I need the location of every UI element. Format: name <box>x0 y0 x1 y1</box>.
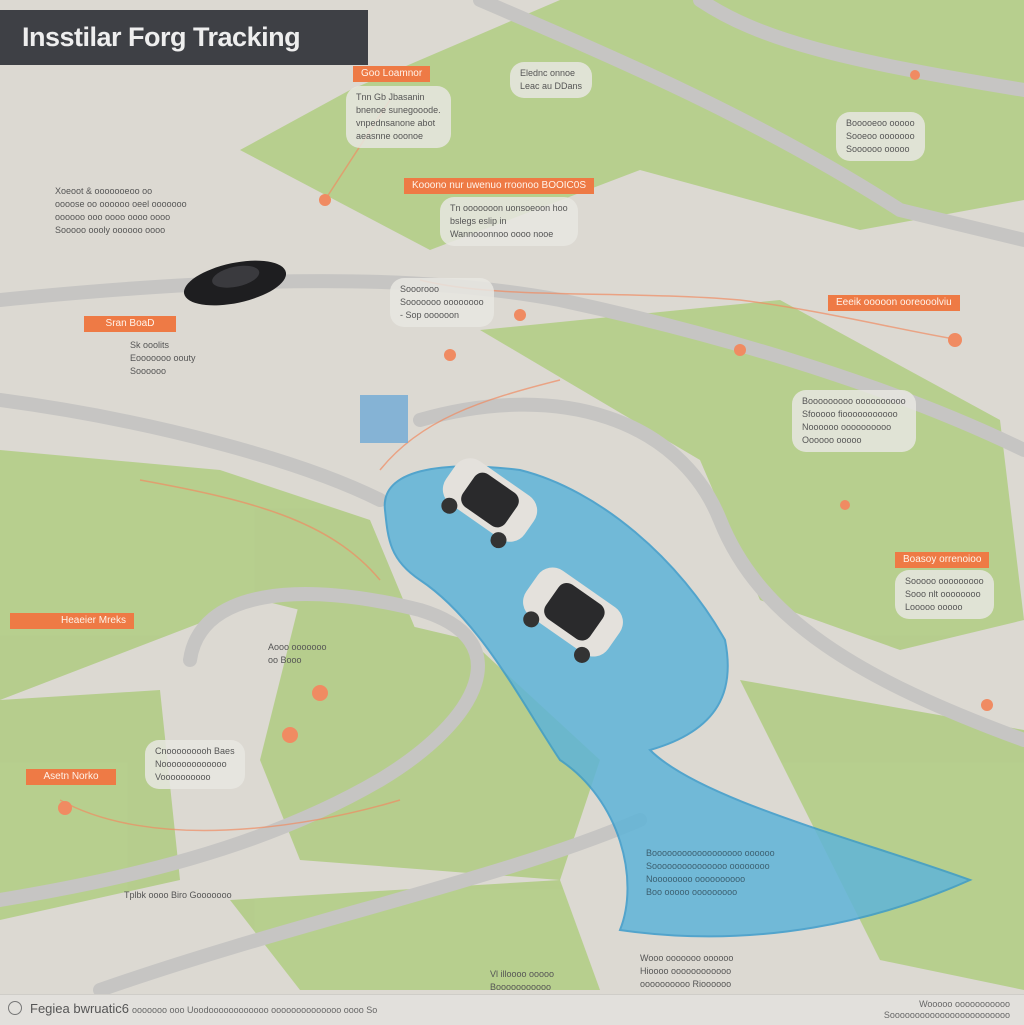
white-car-icon[interactable] <box>510 560 630 671</box>
water-pond <box>360 395 408 443</box>
map-label[interactable]: Boasoy orrenoioo <box>895 552 990 568</box>
route-highlight[interactable] <box>383 465 973 938</box>
footer-note: ooooooo ooo Uoodoooooooooooo ooooooooooo… <box>132 1005 378 1015</box>
white-car-icon[interactable] <box>430 451 544 557</box>
map-label[interactable]: Heaeier Mreks <box>10 613 134 629</box>
roads <box>0 0 1024 997</box>
map-label[interactable]: Goo Loamnor <box>353 66 431 82</box>
map-label[interactable]: Asetn Norko <box>26 769 116 785</box>
footer-brand: Fegiea bwruatic6 <box>30 1001 129 1016</box>
page-title: Insstilar Forg Tracking <box>0 10 368 65</box>
map-label[interactable]: Kooono nur uwenuo rroonoo BOOIC0S <box>404 178 594 194</box>
black-car-icon[interactable] <box>180 253 290 314</box>
map-label[interactable]: Sran BoaD <box>84 316 176 332</box>
map-label[interactable]: Eeeik ooooon ooreooolviu <box>828 295 960 311</box>
globe-icon <box>8 1001 22 1015</box>
callout: Tplbk oooo Biro Gooooooo <box>124 890 232 900</box>
poi-markers <box>58 70 993 815</box>
footer-bar: Fegiea bwruatic6 ooooooo ooo Uoodooooooo… <box>0 994 1024 1025</box>
